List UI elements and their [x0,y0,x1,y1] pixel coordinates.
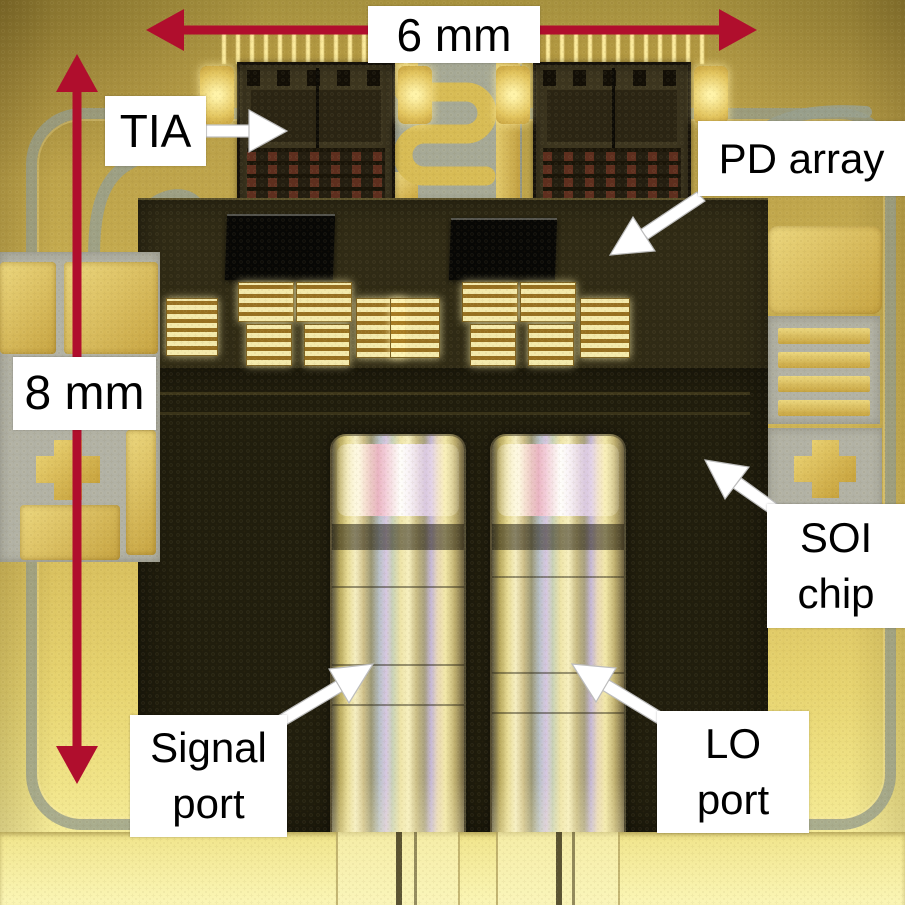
pd-array-label: PD array [698,121,905,196]
tia-label: TIA [105,96,206,166]
gold-pad-cluster [580,298,630,358]
gold-pad-cluster [304,324,350,366]
gold-pad-cluster [528,324,574,366]
optical-fiber [414,832,417,905]
signal-port-label: Signal port [130,715,287,837]
gold-pad [0,262,56,354]
optical-fiber [396,832,402,905]
gold-pad-cluster [462,282,518,322]
signal-port-label-line2: port [172,780,245,827]
optical-fiber [572,832,575,905]
soi-chip-label: SOI chip [767,504,905,628]
tia-chip-right [533,62,691,210]
signal-port-arrow [277,663,375,727]
gold-pad-cluster [390,298,440,358]
tia-detail [316,68,319,204]
soi-chip-label-line2: chip [797,570,875,617]
gold-knot-trace [393,82,497,186]
gold-glint [398,66,432,124]
gold-pad-cluster [238,282,294,322]
fiber-detail [492,524,624,550]
fiber-detail [332,704,464,706]
lo-port-label: LO port [657,711,809,833]
fiber-block-signal [330,434,466,905]
gold-glint [496,66,530,124]
callout-arrows [205,108,778,727]
gold-pad [768,226,882,314]
lo-port-label-line2: port [696,776,770,823]
gold-glint [694,66,728,124]
gold-pad-cluster [520,282,576,322]
fiber-reflection [337,444,459,516]
fiber-detail [492,712,624,714]
fiducial-cross-right [812,440,839,498]
gold-pad-cluster [296,282,352,322]
tia-detail [612,68,615,204]
gold-pad-cluster [470,324,516,366]
lo-port-label-line1: LO [704,720,762,767]
fiber-detail [332,586,464,588]
gold-pad-cluster [246,324,292,366]
trace-line [150,392,750,395]
height-dimension-label: 8 mm [13,357,156,430]
bond-stripe [778,328,870,344]
fiber-detail [332,664,464,666]
pd-array-arrow [608,191,706,256]
soi-chip-arrow [703,459,778,514]
width-dimension-label: 6 mm [368,6,540,63]
gold-pad [20,505,120,560]
tia-detail [247,148,385,200]
fiber-detail [332,524,464,550]
bond-stripe [778,376,870,392]
bond-stripe [778,400,870,416]
gold-pad-cluster [166,298,218,356]
fiber-detail [492,576,624,578]
gold-pad [126,430,156,555]
trace-line [150,412,750,415]
tia-detail [543,148,681,200]
fiber-detail [492,672,624,674]
bond-stripe [778,352,870,368]
tia-chip-left [237,62,395,210]
wirebond-comb [518,30,708,64]
fiber-reflection [497,444,619,516]
soi-chip-label-line1: SOI [799,514,873,561]
tia-arrow [205,108,289,154]
lo-port-arrow [570,663,667,726]
optical-fiber [556,832,562,905]
signal-port-label-line1: Signal [150,724,267,771]
